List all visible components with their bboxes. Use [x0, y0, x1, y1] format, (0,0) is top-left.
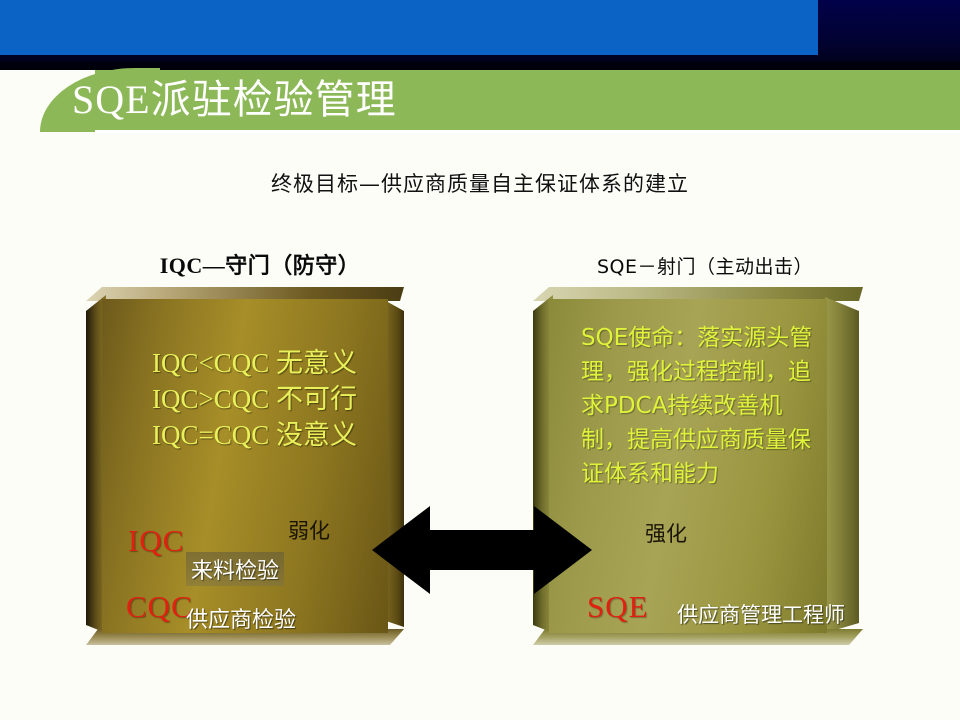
iqc-equation-2: IQC>CQC 不可行: [152, 384, 357, 414]
iqc-equation-1: IQC<CQC 无意义: [152, 348, 357, 378]
header-underline: [95, 130, 960, 133]
iqc-equation-3: IQC=CQC 没意义: [152, 420, 357, 450]
supplier-inspection-label: 供应商检验: [186, 608, 297, 633]
iqc-tag: IQC: [128, 523, 185, 558]
left-box-top-face: [86, 287, 404, 301]
header-green-band: [0, 70, 960, 130]
right-box-bottom-face: [533, 629, 863, 645]
iqc-equation-list: IQC<CQC 无意义 IQC>CQC 不可行 IQC=CQC 没意义: [152, 346, 357, 454]
left-trend-label: 弱化: [288, 519, 330, 543]
left-box-bottom-face: [86, 629, 404, 645]
slide-subtitle: 终极目标—供应商质量自主保证体系的建立: [271, 172, 689, 196]
sqe-tag: SQE: [587, 589, 649, 624]
incoming-inspection-label: 来料检验: [186, 552, 285, 586]
sqe-mission-text: SQE使命：落实源头管理，强化过程控制，追求PDCA持续改善机制，提高供应商质量…: [581, 325, 813, 487]
left-panel-box: IQC<CQC 无意义 IQC>CQC 不可行 IQC=CQC 没意义 弱化 I…: [86, 287, 404, 645]
right-panel-caption: SQE－射门（主动出击）: [596, 256, 814, 278]
page-title: SQE派驻检验管理: [72, 77, 397, 122]
sqe-role-label: 供应商管理工程师: [677, 603, 845, 627]
right-trend-label: 强化: [645, 522, 687, 546]
cqc-tag: CQC: [126, 589, 193, 624]
left-box-front-face: IQC<CQC 无意义 IQC>CQC 不可行 IQC=CQC 没意义 弱化 I…: [102, 299, 388, 633]
header-green-curve: [0, 68, 160, 132]
right-box-front-face: SQE使命：落实源头管理，强化过程控制，追求PDCA持续改善机制，提高供应商质量…: [549, 299, 845, 633]
header-blue-band: [0, 0, 818, 55]
right-box-top-face: [533, 287, 863, 301]
right-box-right-face: [825, 297, 859, 633]
header-black-divider: [0, 61, 960, 72]
left-box-left-face: [86, 295, 106, 633]
double-headed-arrow-icon: [372, 506, 592, 594]
left-panel-caption: IQC—守门（防守）: [159, 253, 361, 278]
